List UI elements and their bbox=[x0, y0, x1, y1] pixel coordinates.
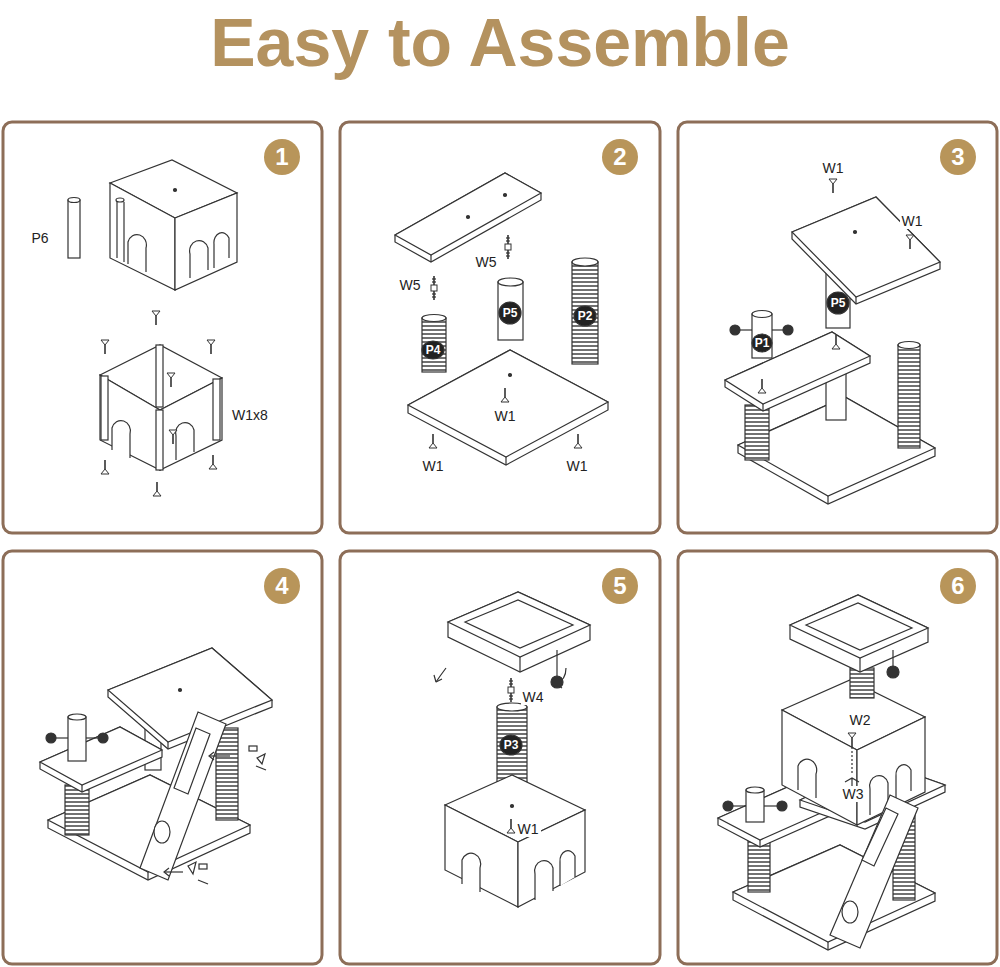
part-label: W2 bbox=[848, 712, 873, 728]
step5-drawing bbox=[434, 592, 590, 907]
step-number: 5 bbox=[613, 574, 626, 598]
part-label: W1 bbox=[516, 821, 541, 837]
part-badge-label: P5 bbox=[831, 295, 846, 311]
panel-frames bbox=[3, 122, 997, 964]
page-title: Easy to Assemble bbox=[0, 2, 1000, 82]
step-number-badge: 2 bbox=[602, 139, 638, 175]
part-label: W1x8 bbox=[230, 407, 270, 423]
part-label: W1 bbox=[565, 458, 590, 474]
step-number-badge: 5 bbox=[602, 568, 638, 604]
part-label: W1 bbox=[493, 408, 518, 424]
part-label: W4 bbox=[521, 689, 546, 705]
part-badge-label: P5 bbox=[503, 305, 518, 321]
step-number: 3 bbox=[951, 145, 964, 169]
step-number-badge: 3 bbox=[940, 139, 976, 175]
step-number: 1 bbox=[275, 145, 288, 169]
part-label: W1 bbox=[900, 213, 925, 229]
step3-drawing bbox=[725, 179, 940, 504]
part-label: W1 bbox=[421, 458, 446, 474]
step2-drawing bbox=[395, 173, 608, 465]
part-label: W5 bbox=[474, 254, 499, 270]
step1-drawing bbox=[68, 160, 237, 496]
step-number: 2 bbox=[613, 145, 626, 169]
step-number-badge: 4 bbox=[264, 568, 300, 604]
step-number: 4 bbox=[275, 574, 288, 598]
part-badge-label: P3 bbox=[504, 737, 519, 753]
part-label: P6 bbox=[29, 230, 50, 246]
step-number-badge: 1 bbox=[264, 139, 300, 175]
part-label: W3 bbox=[841, 786, 866, 802]
step4-drawing bbox=[40, 648, 272, 884]
part-badge-label: P1 bbox=[755, 335, 770, 351]
step-number: 6 bbox=[951, 574, 964, 598]
part-badge-label: P4 bbox=[426, 342, 441, 358]
part-label: W1 bbox=[821, 160, 846, 176]
step6-drawing bbox=[718, 595, 945, 950]
step-number-badge: 6 bbox=[940, 568, 976, 604]
part-label: W5 bbox=[398, 277, 423, 293]
part-badge-label: P2 bbox=[578, 308, 593, 324]
